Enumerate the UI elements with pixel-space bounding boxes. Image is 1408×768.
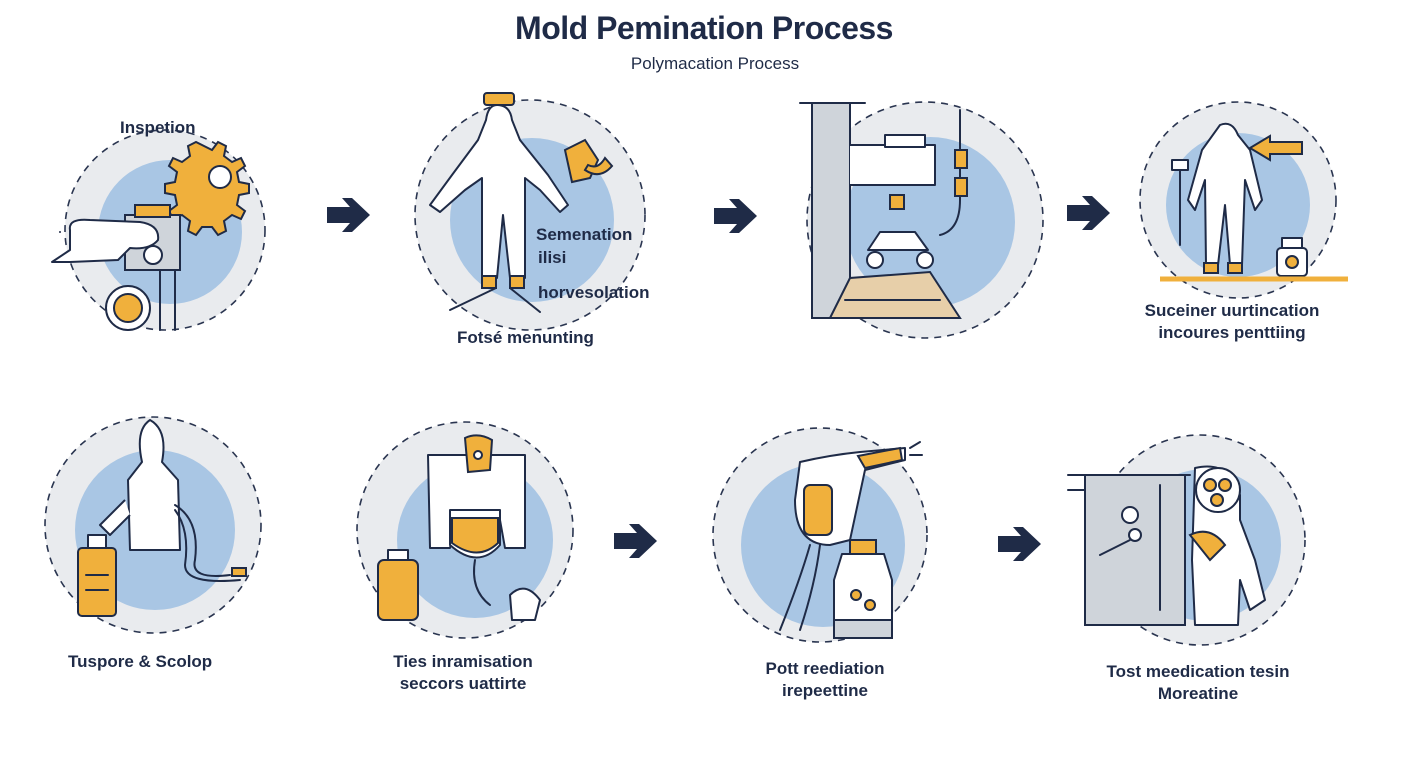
arrow-icon bbox=[714, 199, 757, 233]
spray-bottle-icon bbox=[77, 534, 117, 617]
test-cabinet-icon bbox=[1067, 474, 1191, 626]
flask-icon bbox=[449, 509, 501, 606]
step-7-dashed-border bbox=[712, 427, 928, 643]
spray-gun-icon bbox=[779, 441, 923, 631]
step-2-suit bbox=[414, 92, 646, 331]
step-4-suited-worker bbox=[1139, 101, 1348, 299]
step-6-bottles bbox=[356, 421, 574, 639]
step-5-dashed-border bbox=[44, 416, 262, 634]
arrow-icon bbox=[614, 524, 657, 558]
step-2-label-d: Fotsé menunting bbox=[457, 328, 594, 347]
chemical-bottle-icon bbox=[833, 539, 893, 639]
bottle-icon bbox=[1276, 237, 1308, 277]
step-5-sprayer-worker bbox=[44, 416, 262, 634]
arrow-icon bbox=[1067, 196, 1110, 230]
step-3-spray-station bbox=[799, 101, 1044, 339]
step-1-inspection bbox=[51, 129, 266, 331]
step-7-label-b: irepeettine bbox=[782, 681, 868, 700]
protective-suit-icon bbox=[429, 92, 569, 313]
arrow-icon bbox=[327, 198, 370, 232]
tool-stick-icon bbox=[1171, 159, 1189, 246]
step-6-label-a: Ties inramisation bbox=[393, 652, 533, 671]
step-4-dashed-border bbox=[1139, 101, 1337, 299]
step-2-label-a: Semenation bbox=[536, 225, 633, 244]
hose-icon bbox=[174, 504, 247, 582]
worker-suit-icon bbox=[1187, 122, 1263, 274]
step-2-label-b: ilisi bbox=[538, 248, 567, 267]
step-8-label-a: Tost meedication tesin bbox=[1106, 662, 1290, 681]
step-5-label: Tuspore & Scolop bbox=[68, 652, 213, 671]
gas-mask-worker-icon bbox=[1188, 465, 1266, 626]
step-6-dashed-border bbox=[356, 421, 574, 639]
step-8-label-b: Moreatine bbox=[1157, 684, 1239, 703]
arrow-left-icon bbox=[1248, 134, 1303, 162]
step-2-dashed-border bbox=[414, 99, 646, 331]
glove-icon bbox=[563, 138, 614, 184]
step-3-dashed-border bbox=[806, 101, 1044, 339]
pipe-equipment-icon bbox=[799, 102, 968, 319]
gear-icon bbox=[164, 140, 250, 237]
step-1-dashed-border bbox=[64, 129, 266, 331]
step-2-label-c: horvesolation bbox=[538, 283, 650, 302]
page-subtitle: Polymacation Process bbox=[630, 54, 800, 73]
step-7-sprayer-gun bbox=[712, 427, 928, 643]
step-4-label-b: incoures penttiing bbox=[1158, 323, 1306, 342]
jar-icon bbox=[377, 549, 419, 621]
step-1-label: Inspetion bbox=[120, 118, 196, 137]
page-title: Mold Pemination Process bbox=[515, 10, 893, 46]
step-4-label-a: Suceiner uurtincation bbox=[1144, 301, 1320, 320]
step-6-label-b: seccors uattirte bbox=[399, 674, 527, 693]
hooded-suit-icon bbox=[99, 419, 181, 551]
cup-icon bbox=[509, 587, 541, 621]
hand-icon bbox=[51, 218, 160, 263]
step-7-label-a: Pott reediation bbox=[765, 659, 885, 678]
step-8-final-test bbox=[1067, 434, 1306, 646]
sand-pile-icon bbox=[828, 270, 962, 319]
arrow-icon bbox=[998, 527, 1041, 561]
